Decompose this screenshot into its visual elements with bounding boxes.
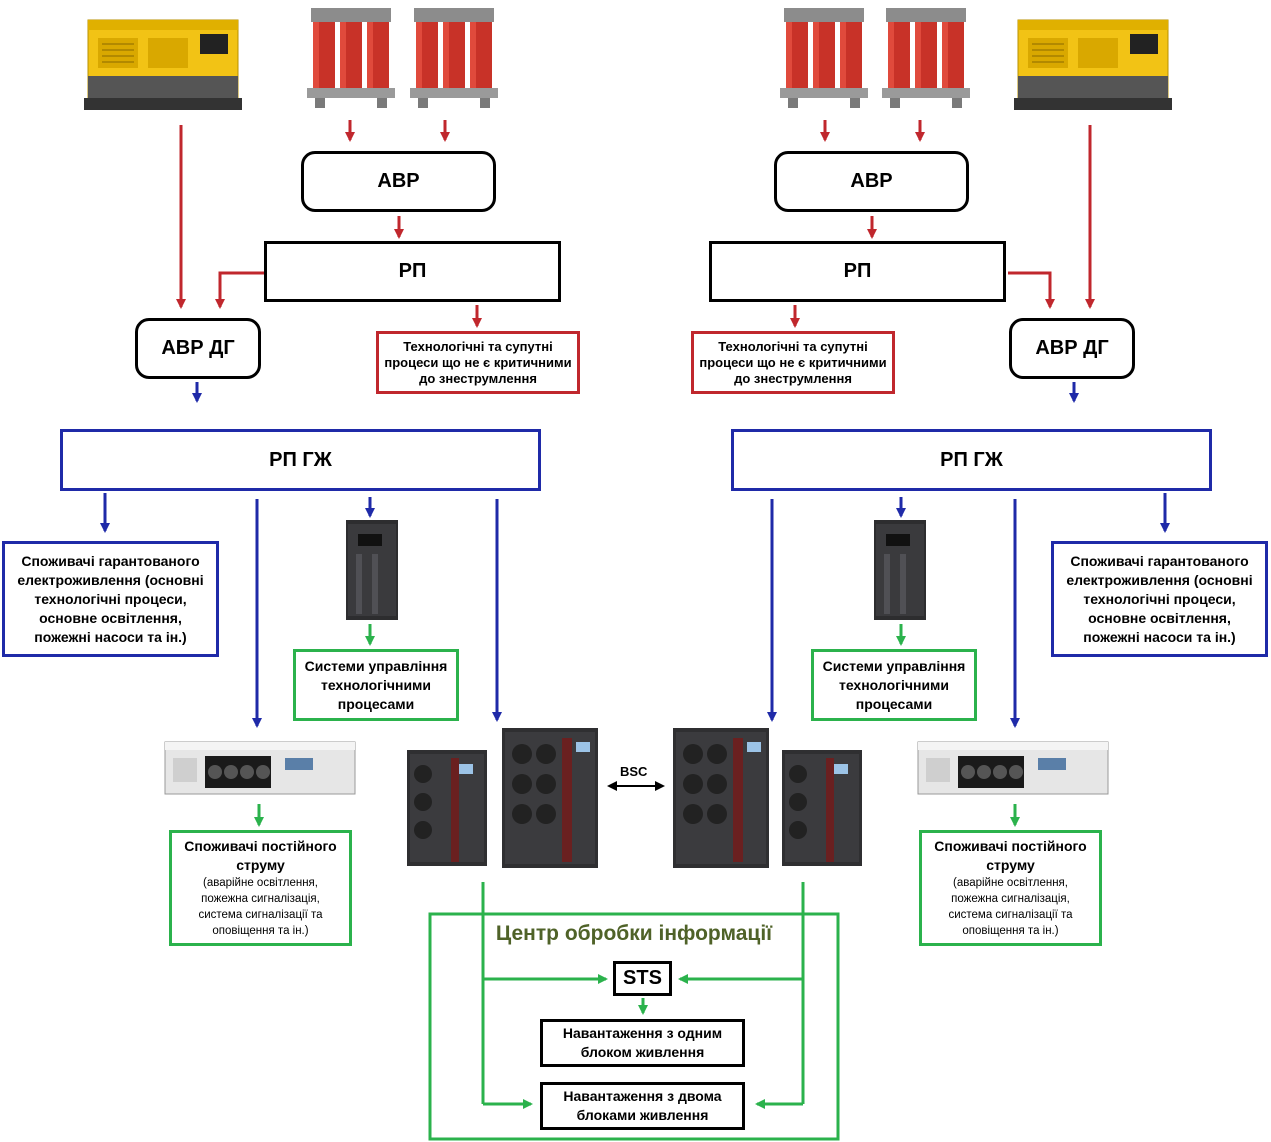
- transformer-right-2-icon: [882, 8, 970, 108]
- avr-right-label: АВР: [850, 170, 893, 192]
- green-connections: [254, 624, 1020, 1141]
- modular-ups-left-large-icon: [502, 728, 598, 868]
- single-psu-load: Навантаження з одним блоком живлення: [540, 1019, 745, 1067]
- dc-consumers-left-detail: (аварійне освітлення, пожежна сигналізац…: [198, 877, 323, 937]
- noncritical-processes-left-label: Технологічні та супутні процеси що не є …: [384, 338, 572, 386]
- generator-right-icon: [1013, 19, 1173, 111]
- avr-left: АВР: [301, 151, 496, 212]
- rectifier-left-icon: [164, 741, 356, 795]
- dual-psu-load: Навантаження з двома блоками живлення: [540, 1082, 745, 1130]
- single-psu-load-label: Навантаження з одним блоком живлення: [562, 1025, 723, 1060]
- control-systems-left-label: Системи управління технологічними процес…: [304, 657, 448, 712]
- modular-ups-left-small-icon: [407, 750, 487, 866]
- transformer-right-1-icon: [780, 8, 868, 108]
- avr-dg-left-label: АВР ДГ: [161, 337, 235, 359]
- dc-consumers-right-detail: (аварійне освітлення, пожежна сигналізац…: [948, 877, 1073, 937]
- guaranteed-consumers-right: Споживачі гарантованого електроживлення …: [1051, 541, 1268, 657]
- avr-dg-right-label: АВР ДГ: [1035, 337, 1109, 359]
- modular-ups-right-small-icon: [782, 750, 862, 866]
- ups-right-icon: [874, 520, 926, 620]
- rp-left: РП: [264, 241, 561, 302]
- dc-consumers-right: Споживачі постійного струму (аварійне ос…: [919, 830, 1102, 946]
- guaranteed-consumers-right-label: Споживачі гарантованого електроживлення …: [1066, 552, 1253, 645]
- rectifier-right-icon: [917, 741, 1109, 795]
- dc-consumers-right-title: Споживачі постійного струму: [934, 838, 1087, 873]
- sts-label: STS: [623, 967, 662, 989]
- dual-psu-load-label: Навантаження з двома блоками живлення: [563, 1088, 722, 1123]
- modular-ups-right-large-icon: [673, 728, 769, 868]
- rp-gzh-left-label: РП ГЖ: [269, 448, 332, 471]
- bsc-label: BSC: [620, 764, 648, 779]
- rp-gzh-right-label: РП ГЖ: [940, 448, 1003, 471]
- rp-right: РП: [709, 241, 1006, 302]
- dc-consumers-left-title: Споживачі постійного струму: [184, 838, 337, 873]
- control-systems-right-label: Системи управління технологічними процес…: [822, 657, 966, 712]
- control-systems-right: Системи управління технологічними процес…: [811, 649, 977, 721]
- avr-dg-left: АВР ДГ: [135, 318, 261, 379]
- generator-left-icon: [83, 19, 243, 111]
- red-connections: [176, 120, 1095, 328]
- avr-left-label: АВР: [377, 170, 420, 192]
- guaranteed-consumers-left-label: Споживачі гарантованого електроживлення …: [17, 552, 204, 645]
- rp-right-label: РП: [843, 260, 872, 282]
- noncritical-processes-right: Технологічні та супутні процеси що не є …: [691, 331, 895, 394]
- blue-connections: [100, 382, 1170, 728]
- noncritical-processes-right-label: Технологічні та супутні процеси що не є …: [699, 338, 887, 386]
- rp-left-label: РП: [398, 260, 427, 282]
- data-center-frame: [428, 912, 840, 1141]
- sts-box: STS: [613, 961, 672, 996]
- avr-dg-right: АВР ДГ: [1009, 318, 1135, 379]
- rp-gzh-left: РП ГЖ: [60, 429, 541, 491]
- transformer-left-2-icon: [410, 8, 498, 108]
- rp-gzh-right: РП ГЖ: [731, 429, 1212, 491]
- data-center-title: Центр обробки інформації: [495, 922, 773, 945]
- noncritical-processes-left: Технологічні та супутні процеси що не є …: [376, 331, 580, 394]
- transformer-left-1-icon: [307, 8, 395, 108]
- guaranteed-consumers-left: Споживачі гарантованого електроживлення …: [2, 541, 219, 657]
- ups-left-icon: [346, 520, 398, 620]
- avr-right: АВР: [774, 151, 969, 212]
- control-systems-left: Системи управління технологічними процес…: [293, 649, 459, 721]
- dc-consumers-left: Споживачі постійного струму (аварійне ос…: [169, 830, 352, 946]
